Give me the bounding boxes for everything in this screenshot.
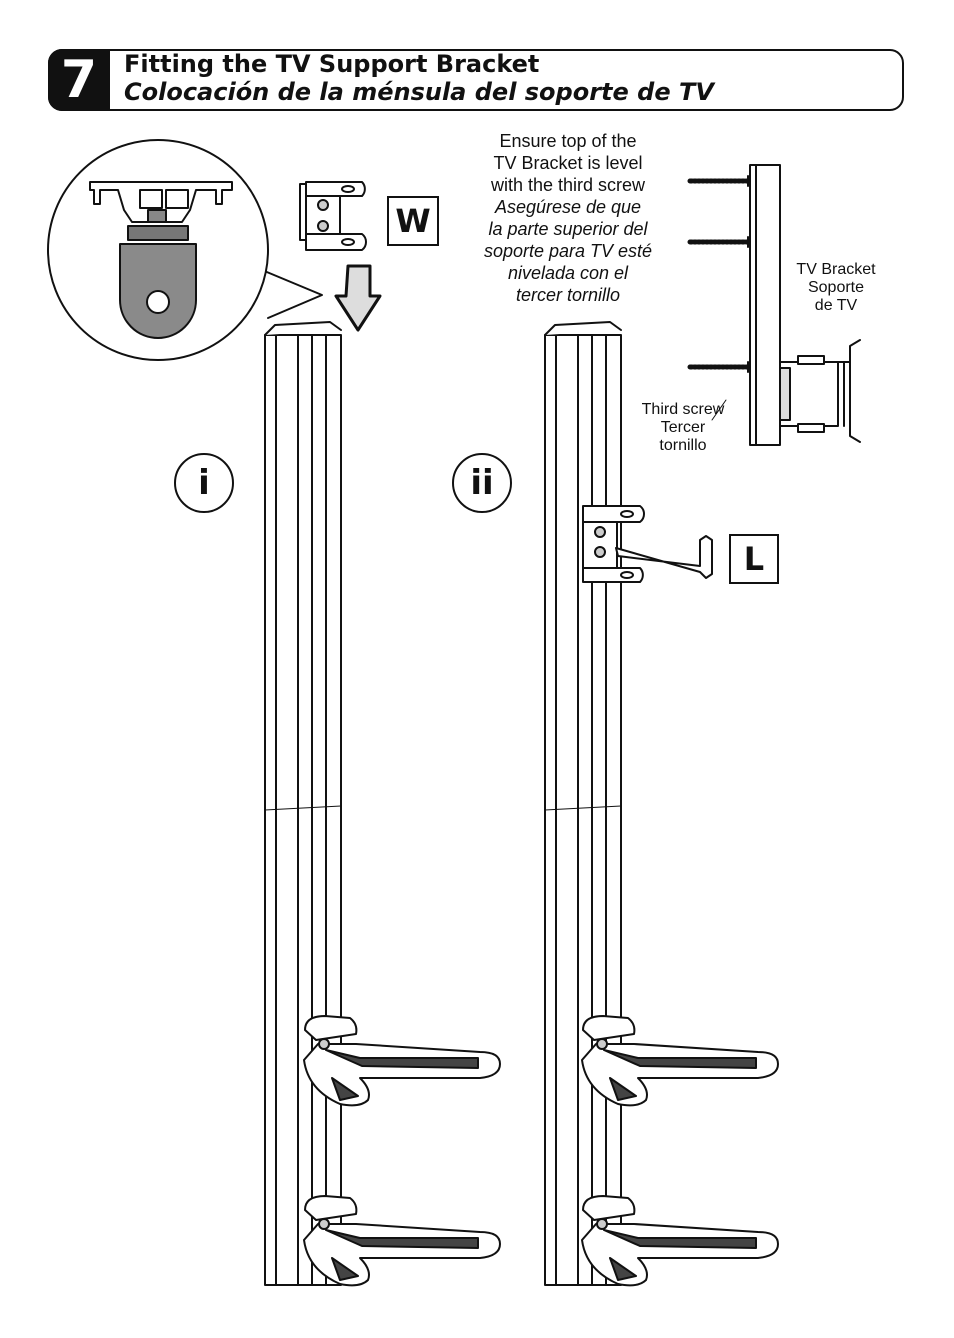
detail-bracket-top [89,181,233,223]
note-line-spanish: soporte para TV esté [483,241,653,261]
screw-icon [687,175,751,187]
third-screw-label-en: Third screw [641,401,725,418]
step-number-badge: 7 [48,49,110,111]
down-arrow-icon [334,264,382,332]
part-w-box: W [387,196,439,246]
step-i-marker: i [174,453,234,513]
part-l-box: L [729,534,779,584]
note-line-spanish: Asegúrese de que [494,197,642,217]
mounted-bracket-ii [582,505,645,583]
note-line: with the third screw [490,175,646,195]
note-line: Ensure top of the [499,131,637,151]
tv-bracket-label-en: TV Bracket [796,261,876,278]
tv-bracket-side-icon [779,339,861,443]
page-title-english: Fitting the TV Support Bracket [124,50,540,78]
level-instruction-note: Ensure top of the TV Bracket is level wi… [470,130,666,306]
note-line-spanish: nivelada con el [507,263,629,283]
pole-i [264,321,342,1286]
page-title-spanish: Colocación de la ménsula del soporte de … [124,78,714,106]
note-line-spanish: tercer tornillo [515,285,621,305]
note-line-spanish: la parte superior del [488,219,648,239]
support-arms-pole-ii [581,1015,779,1287]
pole-ii [544,321,622,1286]
step-ii-marker: ii [452,453,512,513]
screw-icon [687,236,751,248]
support-arms-pole-i [303,1015,501,1287]
tv-bracket-label-es: Soporte [807,279,865,296]
third-screw-icon [687,361,751,373]
tv-bracket-label-es: de TV [814,297,858,314]
note-line: TV Bracket is level [493,153,643,173]
bracket-w-illustration [299,181,367,251]
side-view-detail [687,164,861,446]
allen-key-icon [615,535,713,579]
tv-bracket-label: TV Bracket Soporte de TV [786,261,886,315]
third-screw-label: Third screw Tercer tornillo [633,401,733,455]
detail-plate [119,225,197,339]
third-screw-label-es: tornillo [659,437,707,454]
third-screw-label-es: Tercer [660,419,706,436]
detail-magnifier [47,139,323,361]
